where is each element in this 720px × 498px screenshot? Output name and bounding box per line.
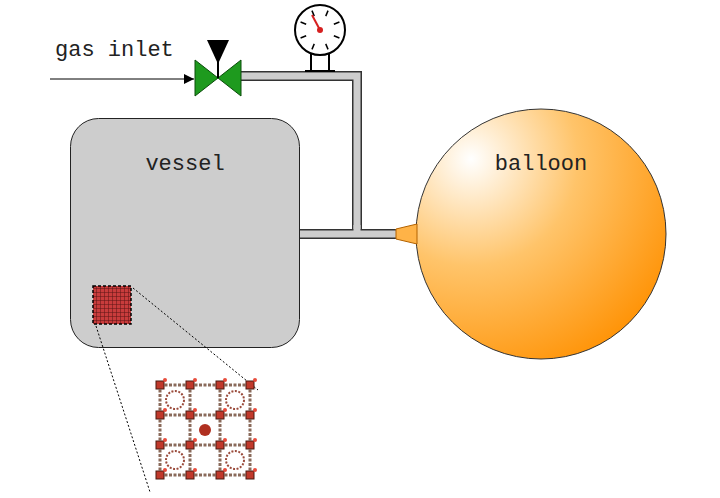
oxygen-atom — [193, 468, 197, 472]
metal-cluster — [246, 471, 254, 479]
metal-cluster — [156, 411, 164, 419]
leader-line — [133, 288, 258, 390]
gauge-hub — [317, 27, 323, 33]
oxygen-atom — [253, 378, 257, 382]
oxygen-atom — [223, 408, 227, 412]
metal-cluster — [156, 381, 164, 389]
metal-cluster — [186, 381, 194, 389]
leader-line — [96, 326, 150, 492]
metal-cluster — [216, 381, 224, 389]
valve-body — [195, 60, 241, 96]
gauge-tick — [334, 22, 340, 24]
gauge-tick — [301, 22, 307, 24]
gauge-leg — [328, 52, 330, 71]
oxygen-atom — [163, 468, 167, 472]
balloon-circle: balloon — [415, 108, 667, 360]
balloon-outline — [416, 109, 666, 359]
pore-ring — [226, 451, 244, 469]
pore-ring — [166, 451, 184, 469]
oxygen-atom — [253, 468, 257, 472]
metal-cluster — [216, 411, 224, 419]
metal-cluster — [156, 441, 164, 449]
metal-cluster — [186, 441, 194, 449]
oxygen-atom — [163, 378, 167, 382]
metal-cluster — [246, 381, 254, 389]
gauge-tick — [326, 44, 328, 50]
inlet-arrow — [50, 79, 194, 80]
metal-cluster — [186, 471, 194, 479]
pore-ring — [226, 391, 244, 409]
pore-center — [199, 424, 211, 436]
gauge-leg — [310, 52, 312, 71]
oxygen-atom — [223, 378, 227, 382]
oxygen-atom — [223, 468, 227, 472]
pipe-junction — [354, 225, 361, 232]
metal-cluster — [216, 441, 224, 449]
metal-cluster — [246, 441, 254, 449]
oxygen-atom — [193, 408, 197, 412]
gauge-tick — [326, 11, 328, 17]
oxygen-atom — [223, 438, 227, 442]
gauge-foot — [305, 70, 335, 72]
metal-cluster — [216, 471, 224, 479]
inlet-label: gas inlet — [55, 38, 174, 63]
gauge-dial — [295, 5, 345, 55]
balloon-nozzle — [396, 224, 417, 244]
metal-cluster — [156, 471, 164, 479]
oxygen-atom — [253, 408, 257, 412]
oxygen-atom — [163, 408, 167, 412]
valve-actuator — [207, 40, 229, 64]
metal-cluster — [186, 411, 194, 419]
node-label: vessel — [70, 152, 300, 177]
sorbent-sample — [93, 286, 131, 324]
oxygen-atom — [253, 438, 257, 442]
oxygen-atom — [163, 438, 167, 442]
crystal-structure — [156, 378, 257, 479]
gauge-tick — [301, 36, 307, 38]
node-shape — [415, 108, 667, 360]
gauge-tick — [334, 36, 340, 38]
metal-cluster — [246, 411, 254, 419]
vessel-outline — [71, 119, 300, 348]
node-label: balloon — [415, 152, 667, 177]
gauge-tick — [312, 44, 314, 50]
oxygen-atom — [193, 438, 197, 442]
pore-ring — [166, 391, 184, 409]
oxygen-atom — [193, 378, 197, 382]
